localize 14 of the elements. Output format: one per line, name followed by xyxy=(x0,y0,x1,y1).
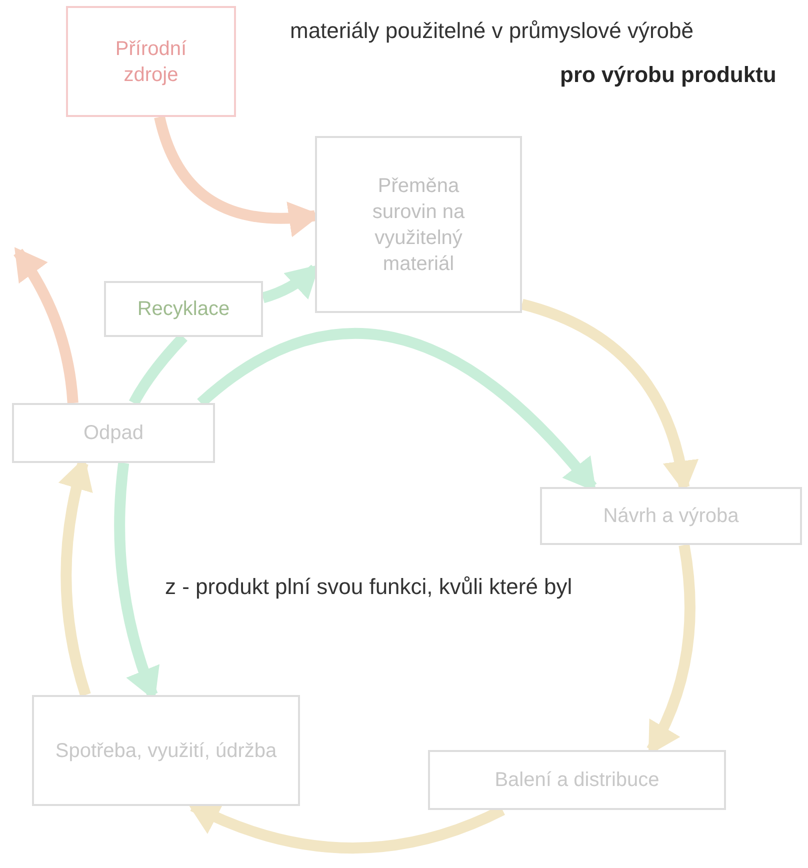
node-text: Přeměna surovin na využitelný materiál xyxy=(371,174,466,276)
node-text: Recyklace xyxy=(136,297,231,322)
slide-text: pro výrobu produktu xyxy=(560,62,776,88)
process-box xyxy=(12,403,215,463)
arrow xyxy=(14,247,78,404)
process-box xyxy=(32,695,300,806)
process-box xyxy=(315,136,522,313)
slide-text: materiály použitelné v průmyslové výrobě xyxy=(290,18,694,44)
process-box xyxy=(428,750,726,810)
process-box xyxy=(540,487,802,545)
process-box xyxy=(66,6,236,117)
node-text: Přírodní zdroje xyxy=(114,36,188,88)
process-box xyxy=(104,281,263,337)
slide-text: z - produkt plní svou funkci, kvůli které byl xyxy=(165,574,572,600)
